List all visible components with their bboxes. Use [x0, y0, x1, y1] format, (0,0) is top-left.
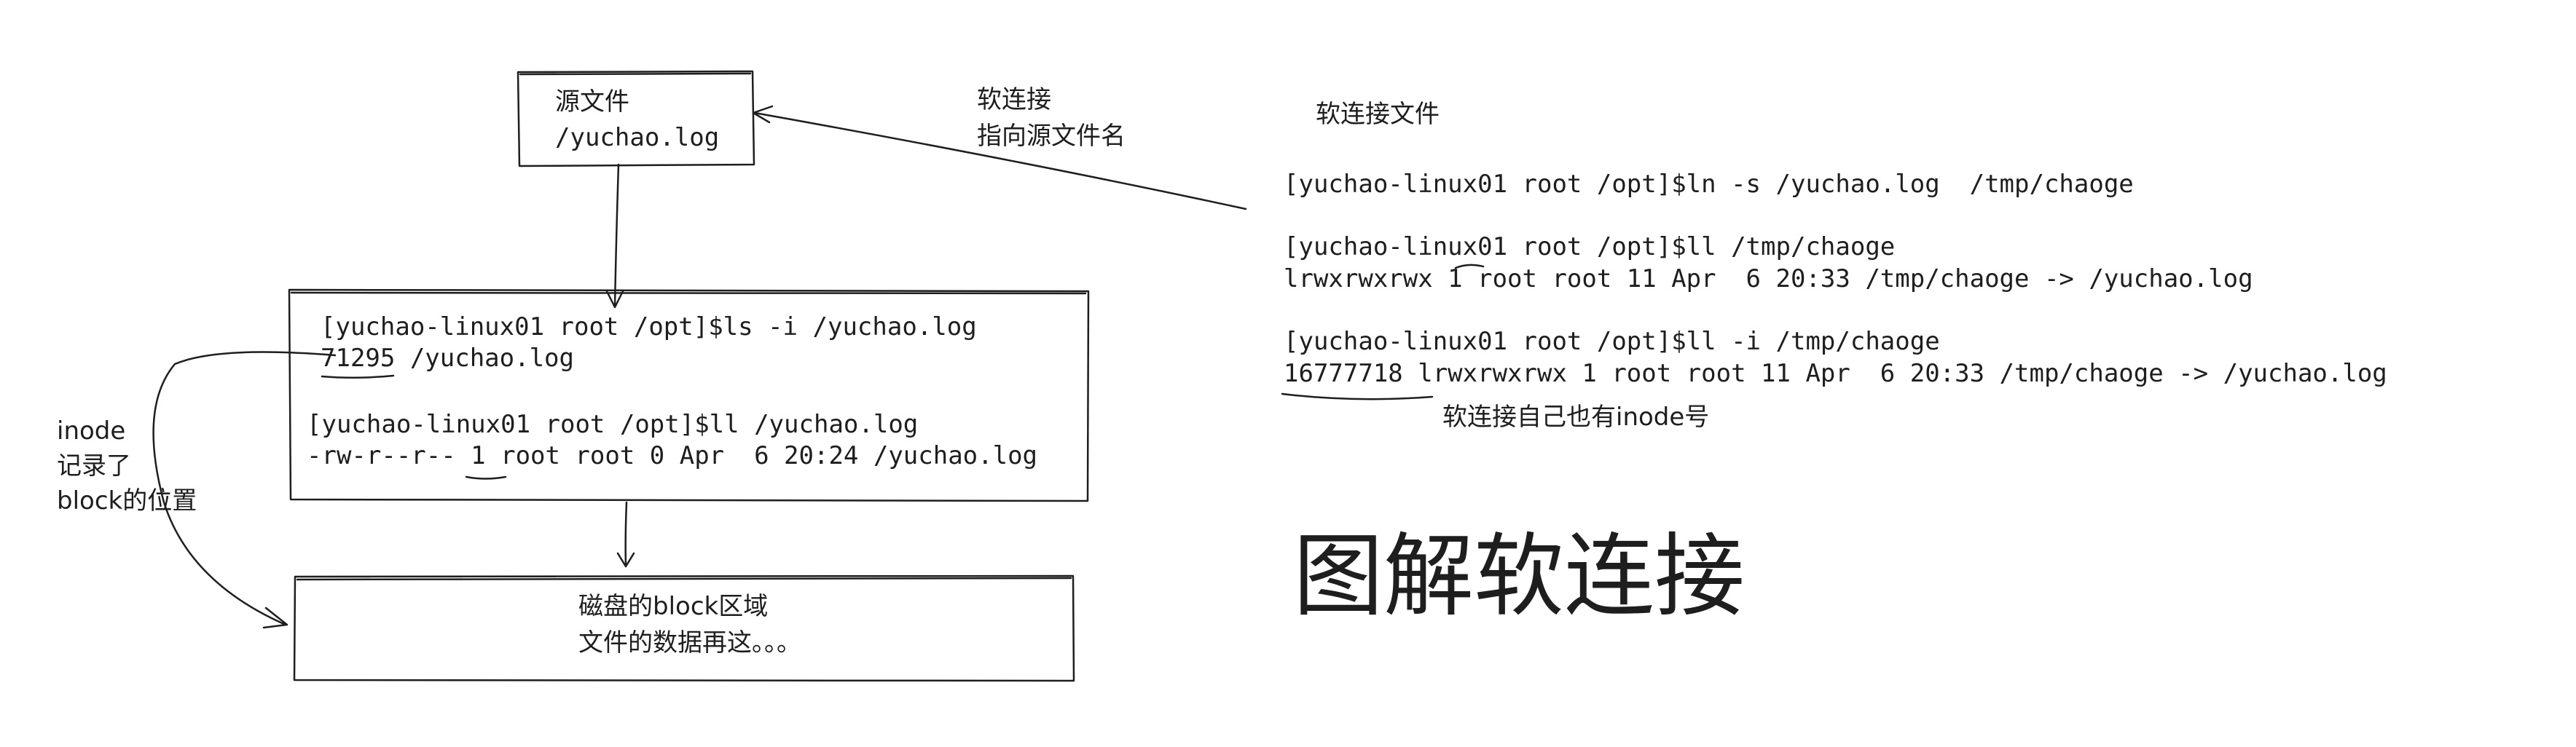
source-file-box [517, 70, 755, 167]
inode-box-cmd-ls: [yuchao-linux01 root /opt]$ls -i /yuchao… [321, 312, 977, 341]
terminal-cmd-ll: [yuchao-linux01 root /opt]$ll /tmp/chaog… [1284, 232, 1896, 261]
inode-box-out-ls: 71295 /yuchao.log [321, 344, 574, 373]
terminal-out-ll-i: 16777718 lrwxrwxrwx 1 root root 11 Apr 6… [1284, 359, 2387, 388]
terminal-cmd-ll-i: [yuchao-linux01 root /opt]$ll -i /tmp/ch… [1284, 327, 1940, 356]
softlink-file-label: 软连接文件 [1316, 100, 1440, 129]
softlink-inode-note: 软连接自己也有inode号 [1442, 403, 1710, 432]
block-box-line2: 文件的数据再这。。。 [578, 628, 801, 657]
arrow-softlink-to-source [753, 111, 1247, 210]
arrow-inode-to-block [624, 501, 628, 566]
inode-note-line2: 记录了 [57, 451, 131, 481]
arrow-inode-to-block-curve [152, 351, 337, 626]
inode-box-out-ll: -rw-r--r-- 1 root root 0 Apr 6 20:24 /yu… [307, 441, 1038, 470]
diagram-title: 图解软连接 [1293, 524, 1746, 629]
softlink-note-line2: 指向源文件名 [977, 122, 1126, 151]
inode-box-cmd-ll: [yuchao-linux01 root /opt]$ll /yuchao.lo… [307, 410, 919, 439]
inode-note-line1: inode [57, 416, 126, 446]
softlink-note-line1: 软连接 [977, 85, 1051, 114]
mark-linkcount-1 [1454, 264, 1485, 269]
terminal-out-ll: lrwxrwxrwx 1 root root 11 Apr 6 20:33 /t… [1284, 264, 2253, 293]
terminal-cmd-ln: [yuchao-linux01 root /opt]$ln -s /yuchao… [1284, 170, 2134, 199]
source-file-title: 源文件 [555, 87, 629, 116]
underline-linkcount-1 [465, 475, 507, 480]
source-file-path: /yuchao.log [555, 123, 720, 152]
block-box-line1: 磁盘的block区域 [578, 592, 769, 621]
underline-71295 [321, 374, 395, 379]
underline-16777718 [1281, 392, 1434, 400]
inode-box [288, 288, 1090, 502]
block-box [293, 574, 1075, 682]
arrow-source-to-inode [613, 163, 620, 307]
inode-note-line3: block的位置 [57, 486, 197, 515]
